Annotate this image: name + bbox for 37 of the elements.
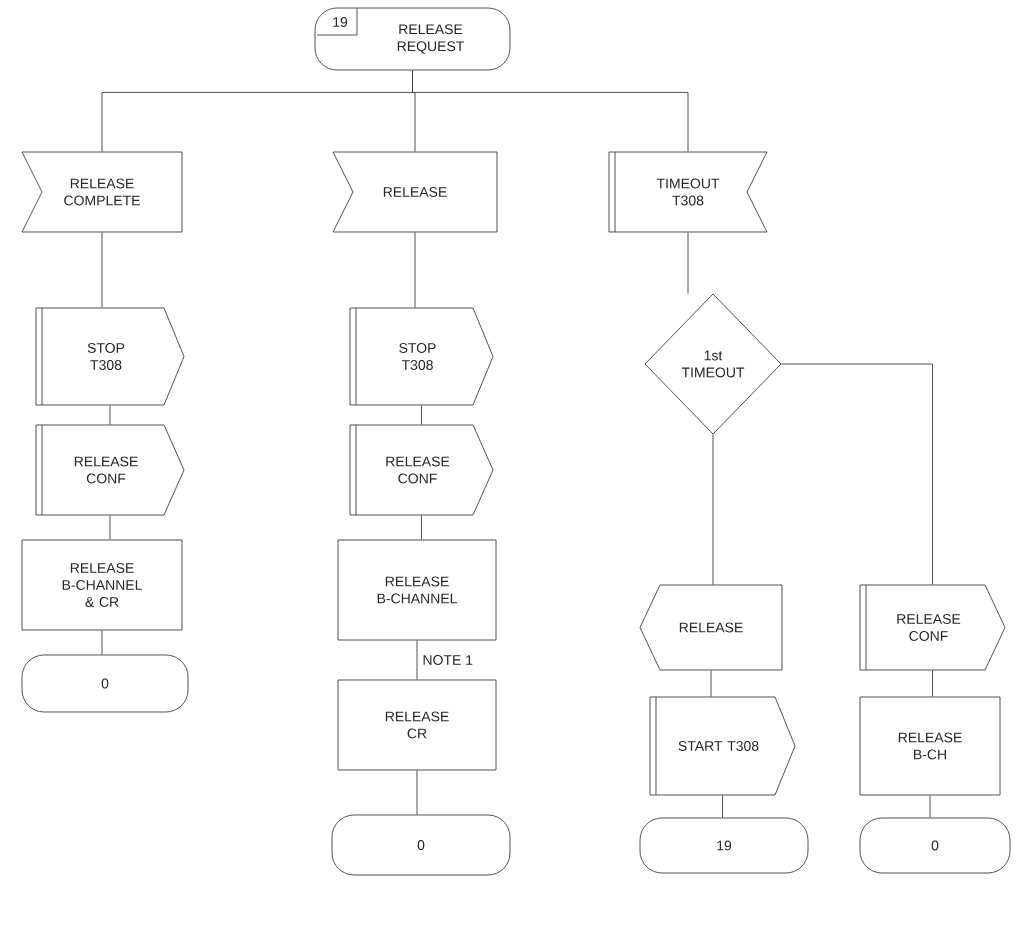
connector-line	[109, 515, 111, 540]
connector-line	[421, 405, 422, 425]
connector-line	[109, 405, 111, 425]
state-box: 19	[639, 817, 809, 874]
output-signal-box: START T308	[649, 696, 796, 796]
task-box: RELEASE B-CH	[859, 696, 1001, 796]
connector-line	[687, 232, 689, 294]
output-signal-box: RELEASE CONF	[35, 424, 185, 516]
output-signal-box: RELEASE CONF	[859, 584, 1006, 671]
edge-label: NOTE 1	[421, 654, 474, 666]
connector-line	[414, 232, 416, 308]
task-box: RELEASE B-CHANNEL	[337, 539, 497, 641]
state-box: 0	[331, 814, 511, 876]
connector-line	[101, 630, 103, 655]
state-box: 19 RELEASE REQUEST	[314, 7, 511, 71]
input-signal-box: RELEASE	[332, 151, 498, 233]
task-box: RELEASE B-CHANNEL & CR	[21, 539, 183, 631]
state-box: 0	[859, 817, 1011, 874]
output-signal-box: STOP T308	[349, 307, 494, 406]
output-signal-box: RELEASE	[639, 584, 783, 671]
input-signal-box: RELEASE COMPLETE	[21, 151, 183, 233]
connector-line	[712, 434, 714, 585]
connector-line	[101, 232, 103, 308]
timer-input-box: TIMEOUT T308	[608, 151, 768, 233]
task-box: RELEASE CR	[337, 679, 497, 771]
connector-line	[416, 640, 418, 680]
connector-line	[421, 515, 422, 540]
connector-line	[416, 770, 418, 815]
connector-line	[722, 795, 723, 818]
state-box: 0	[21, 654, 189, 713]
connector-line	[929, 795, 931, 818]
connector-line	[932, 670, 933, 697]
output-signal-box: STOP T308	[35, 307, 185, 406]
connector-line	[412, 70, 689, 152]
output-signal-box: RELEASE CONF	[349, 424, 494, 516]
connector-line	[710, 670, 712, 697]
connector-line	[781, 363, 933, 585]
